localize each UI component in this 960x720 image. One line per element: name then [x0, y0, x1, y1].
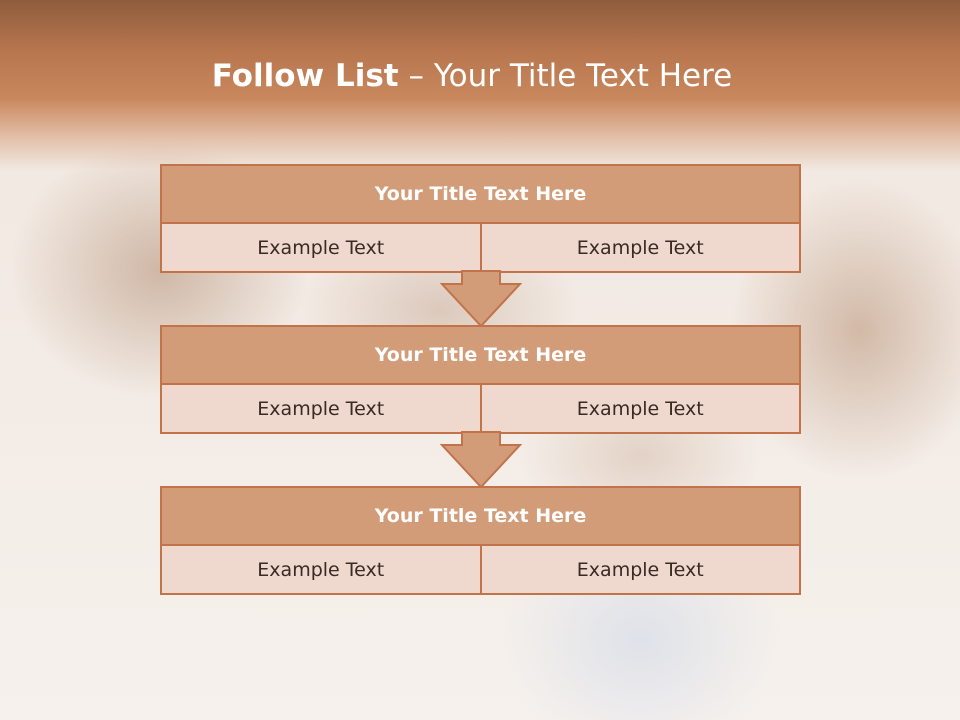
step-2-row: Example Text Example Text [162, 385, 799, 432]
step-1-right-text: Example Text [479, 224, 800, 271]
slide-title-rest: – Your Title Text Here [398, 58, 733, 94]
step-1-block: Your Title Text Here Example Text Exampl… [160, 164, 801, 273]
step-3-left-text: Example Text [257, 558, 385, 581]
step-3-row: Example Text Example Text [162, 546, 799, 593]
step-3-title: Your Title Text Here [162, 488, 799, 546]
down-arrow-icon [440, 270, 522, 328]
step-3-block: Your Title Text Here Example Text Exampl… [160, 486, 801, 595]
step-1-title: Your Title Text Here [162, 166, 799, 224]
step-1-row: Example Text Example Text [162, 224, 799, 271]
slide-title-bold: Follow List [211, 58, 399, 94]
step-2-left-text: Example Text [257, 397, 385, 420]
slide-title: Follow List – Your Title Text Here [0, 56, 944, 96]
step-1-left-text: Example Text [257, 236, 385, 259]
step-3-right-text: Example Text [479, 546, 800, 593]
step-2-title: Your Title Text Here [162, 327, 799, 385]
step-2-block: Your Title Text Here Example Text Exampl… [160, 325, 801, 434]
down-arrow-icon [440, 431, 522, 489]
title-band [0, 0, 960, 170]
step-2-right-text: Example Text [479, 385, 800, 432]
